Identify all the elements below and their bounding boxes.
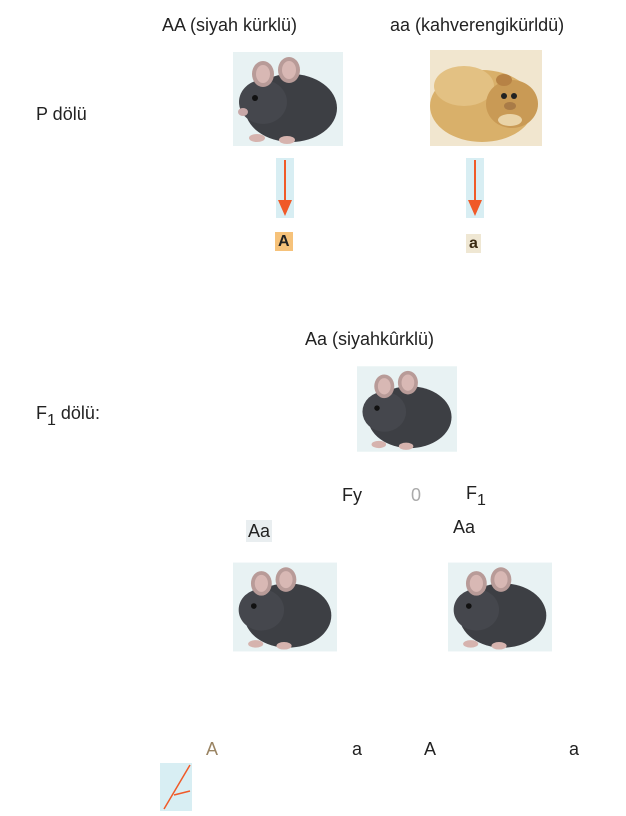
gamete-A: A: [275, 232, 293, 251]
cross-right: F1: [466, 483, 486, 509]
f1-pair-left-mouse-image: [233, 562, 337, 652]
f1-pair-right-label: Aa: [453, 517, 476, 537]
f1-black-mouse-image: [357, 366, 457, 452]
f1-gamete-1: A: [206, 739, 219, 759]
brown-guinea-pig-image: [430, 50, 542, 146]
f1-gamete-3: A: [424, 739, 437, 759]
cross-middle: 0: [411, 485, 422, 505]
down-arrow-icon: [276, 158, 294, 218]
gamete-a: a: [466, 234, 481, 253]
p-generation-label: P dölü: [36, 104, 87, 124]
f1-pair-left-label: Aa: [246, 520, 273, 542]
diagonal-arrow-icon: [160, 763, 192, 811]
cross-left: Fy: [342, 485, 362, 505]
f1-pair-right-mouse-image: [448, 562, 552, 652]
black-mouse-image: [233, 52, 343, 146]
f1-gamete-4: a: [569, 739, 580, 759]
f1-generation-label: F1 dölü:: [36, 403, 100, 429]
down-arrow-icon: [466, 158, 484, 218]
f1-gamete-2: a: [352, 739, 363, 759]
parent-right-label: aa (kahverengikürldü): [390, 15, 565, 35]
parent-left-label: AA (siyah kürklü): [162, 15, 298, 35]
f1-offspring-label: Aa (siyahkûrklü): [305, 329, 435, 349]
